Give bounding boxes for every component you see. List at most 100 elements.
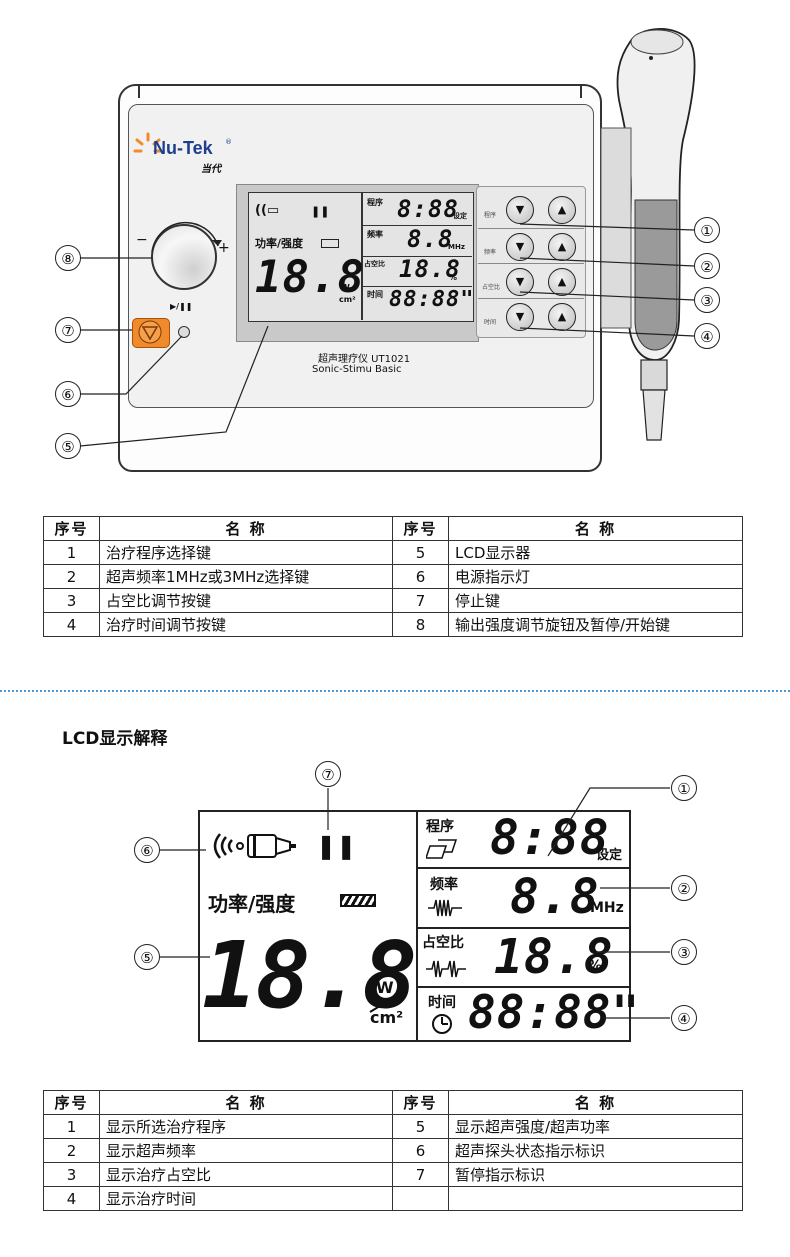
table-cell: 7 <box>392 588 449 613</box>
clock-icon <box>432 1014 452 1034</box>
table-cell: 3 <box>43 588 100 613</box>
program-label: 程序 <box>367 198 383 207</box>
col-header-name: 名 称 <box>448 1090 743 1115</box>
table-row: 2 显示超声频率 6 超声探头状态指示标识 <box>43 1138 743 1163</box>
table-cell: 暂停指示标识 <box>448 1162 743 1187</box>
table-header-row: 序号 名 称 序号 名 称 <box>43 1090 743 1115</box>
table-cell: 1 <box>43 1114 100 1139</box>
program-value: 8:88 <box>397 195 459 223</box>
table-cell: 8 <box>392 612 449 637</box>
col-header-name: 名 称 <box>99 516 393 541</box>
table-cell: 显示治疗时间 <box>99 1186 393 1211</box>
lcd-callout-4: ④ <box>671 1005 697 1031</box>
table-cell: 4 <box>43 612 100 637</box>
table-row: 4 治疗时间调节按键 8 输出强度调节旋钮及暂停/开始键 <box>43 612 743 637</box>
probe-status-icon <box>213 833 296 859</box>
duty-up-button[interactable]: ▲ <box>548 268 576 296</box>
power-label: 功率/强度 <box>208 892 296 916</box>
registered-mark: ® <box>225 138 232 146</box>
duty-unit: % <box>588 958 603 974</box>
control-caption-time: 时间 <box>484 319 497 326</box>
table-cell: 电源指示灯 <box>448 564 743 589</box>
program-value: 8:88 <box>490 810 610 866</box>
table-cell <box>392 1186 449 1211</box>
battery-icon <box>321 239 339 248</box>
table-cell: LCD显示器 <box>448 540 743 565</box>
table-cell: 治疗程序选择键 <box>99 540 393 565</box>
knob-plus-label: + <box>218 240 230 256</box>
table-cell: 超声探头状态指示标识 <box>448 1138 743 1163</box>
table-cell: 占空比调节按键 <box>99 588 393 613</box>
program-down-button[interactable]: ▼ <box>506 196 534 224</box>
callout-5: ⑤ <box>55 433 81 459</box>
table-cell: 5 <box>392 540 449 565</box>
table-cell: 治疗时间调节按键 <box>99 612 393 637</box>
play-pause-label: ▶/❚❚ <box>170 302 193 311</box>
freq-up-button[interactable]: ▲ <box>548 233 576 261</box>
table-cell: 7 <box>392 1162 449 1187</box>
control-caption-duty: 占空比 <box>482 284 501 291</box>
table-row: 3 显示治疗占空比 7 暂停指示标识 <box>43 1162 743 1187</box>
table-header-row: 序号 名 称 序号 名 称 <box>43 516 743 541</box>
time-down-button[interactable]: ▼ <box>506 303 534 331</box>
stop-triangle-icon <box>138 320 162 344</box>
leader-lines <box>79 223 695 447</box>
freq-unit: MHz <box>590 900 624 916</box>
frequency-wave-icon <box>428 899 462 917</box>
col-header-index: 序号 <box>43 1090 100 1115</box>
duty-wave-icon <box>426 960 466 978</box>
power-unit-top: W <box>341 283 350 292</box>
table-row: 1 显示所选治疗程序 5 显示超声强度/超声功率 <box>43 1114 743 1139</box>
device-illustration: Nu-Tek ® 当代 ((▭ ❚❚ 功率/强度 18.8 W cm² 程序 8… <box>0 0 790 480</box>
model-name-cn: 超声理疗仪 UT1021 <box>318 354 411 365</box>
table-cell: 5 <box>392 1114 449 1139</box>
stop-button[interactable] <box>132 318 170 348</box>
freq-down-button[interactable]: ▼ <box>506 233 534 261</box>
table-cell: 1 <box>43 540 100 565</box>
lcd-explanation-table: 序号 名 称 序号 名 称 1 显示所选治疗程序 5 显示超声强度/超声功率 2… <box>43 1090 743 1211</box>
model-name-en: Sonic-Stimu Basic <box>312 364 402 375</box>
callout-3: ③ <box>694 287 720 313</box>
program-up-button[interactable]: ▲ <box>548 196 576 224</box>
power-unit-bottom: cm² <box>339 295 356 304</box>
brand-name-cn: 当代 <box>201 164 221 175</box>
duty-unit: % <box>449 273 458 282</box>
program-label: 程序 <box>426 819 454 835</box>
control-row-program: 程序 ▼ ▲ <box>478 192 584 225</box>
table-cell: 显示治疗占空比 <box>99 1162 393 1187</box>
pause-icon: ❚❚ <box>311 205 330 218</box>
time-up-button[interactable]: ▲ <box>548 303 576 331</box>
table-cell: 超声频率1MHz或3MHz选择键 <box>99 564 393 589</box>
table-row: 1 治疗程序选择键 5 LCD显示器 <box>43 540 743 565</box>
power-label: 功率/强度 <box>255 237 304 250</box>
callout-1: ① <box>694 217 720 243</box>
table-cell: 6 <box>392 564 449 589</box>
table-row: 2 超声频率1MHz或3MHz选择键 6 电源指示灯 <box>43 564 743 589</box>
time-value: 88:88" <box>468 985 641 1039</box>
duty-label: 占空比 <box>364 260 385 268</box>
table-cell: 6 <box>392 1138 449 1163</box>
sun-icon <box>133 132 163 153</box>
intensity-knob[interactable] <box>151 224 217 290</box>
lcd-callout-1: ① <box>671 775 697 801</box>
set-label: 设定 <box>596 848 623 863</box>
duty-label: 占空比 <box>422 935 464 951</box>
knob-minus-label: − <box>136 232 148 248</box>
device-lcd: ((▭ ❚❚ 功率/强度 18.8 W cm² 程序 8:88 设定 频率 8.… <box>248 192 474 322</box>
device-lid <box>138 84 582 98</box>
table-row: 3 占空比调节按键 7 停止键 <box>43 588 743 613</box>
table-cell: 2 <box>43 564 100 589</box>
time-value: 88:88" <box>389 287 475 312</box>
unit-slash <box>369 989 407 1013</box>
freq-value: 8.8 <box>407 225 454 253</box>
control-row-freq: 频率 ▼ ▲ <box>478 228 584 262</box>
lcd-callout-6: ⑥ <box>134 837 160 863</box>
control-caption-freq: 频率 <box>484 249 497 256</box>
control-row-duty: 占空比 ▼ ▲ <box>478 263 584 297</box>
freq-label: 频率 <box>430 877 458 893</box>
duty-down-button[interactable]: ▼ <box>506 268 534 296</box>
table-cell: 2 <box>43 1138 100 1163</box>
power-unit-top: W <box>376 978 394 997</box>
power-indicator-light <box>178 326 190 338</box>
table-cell: 4 <box>43 1186 100 1211</box>
